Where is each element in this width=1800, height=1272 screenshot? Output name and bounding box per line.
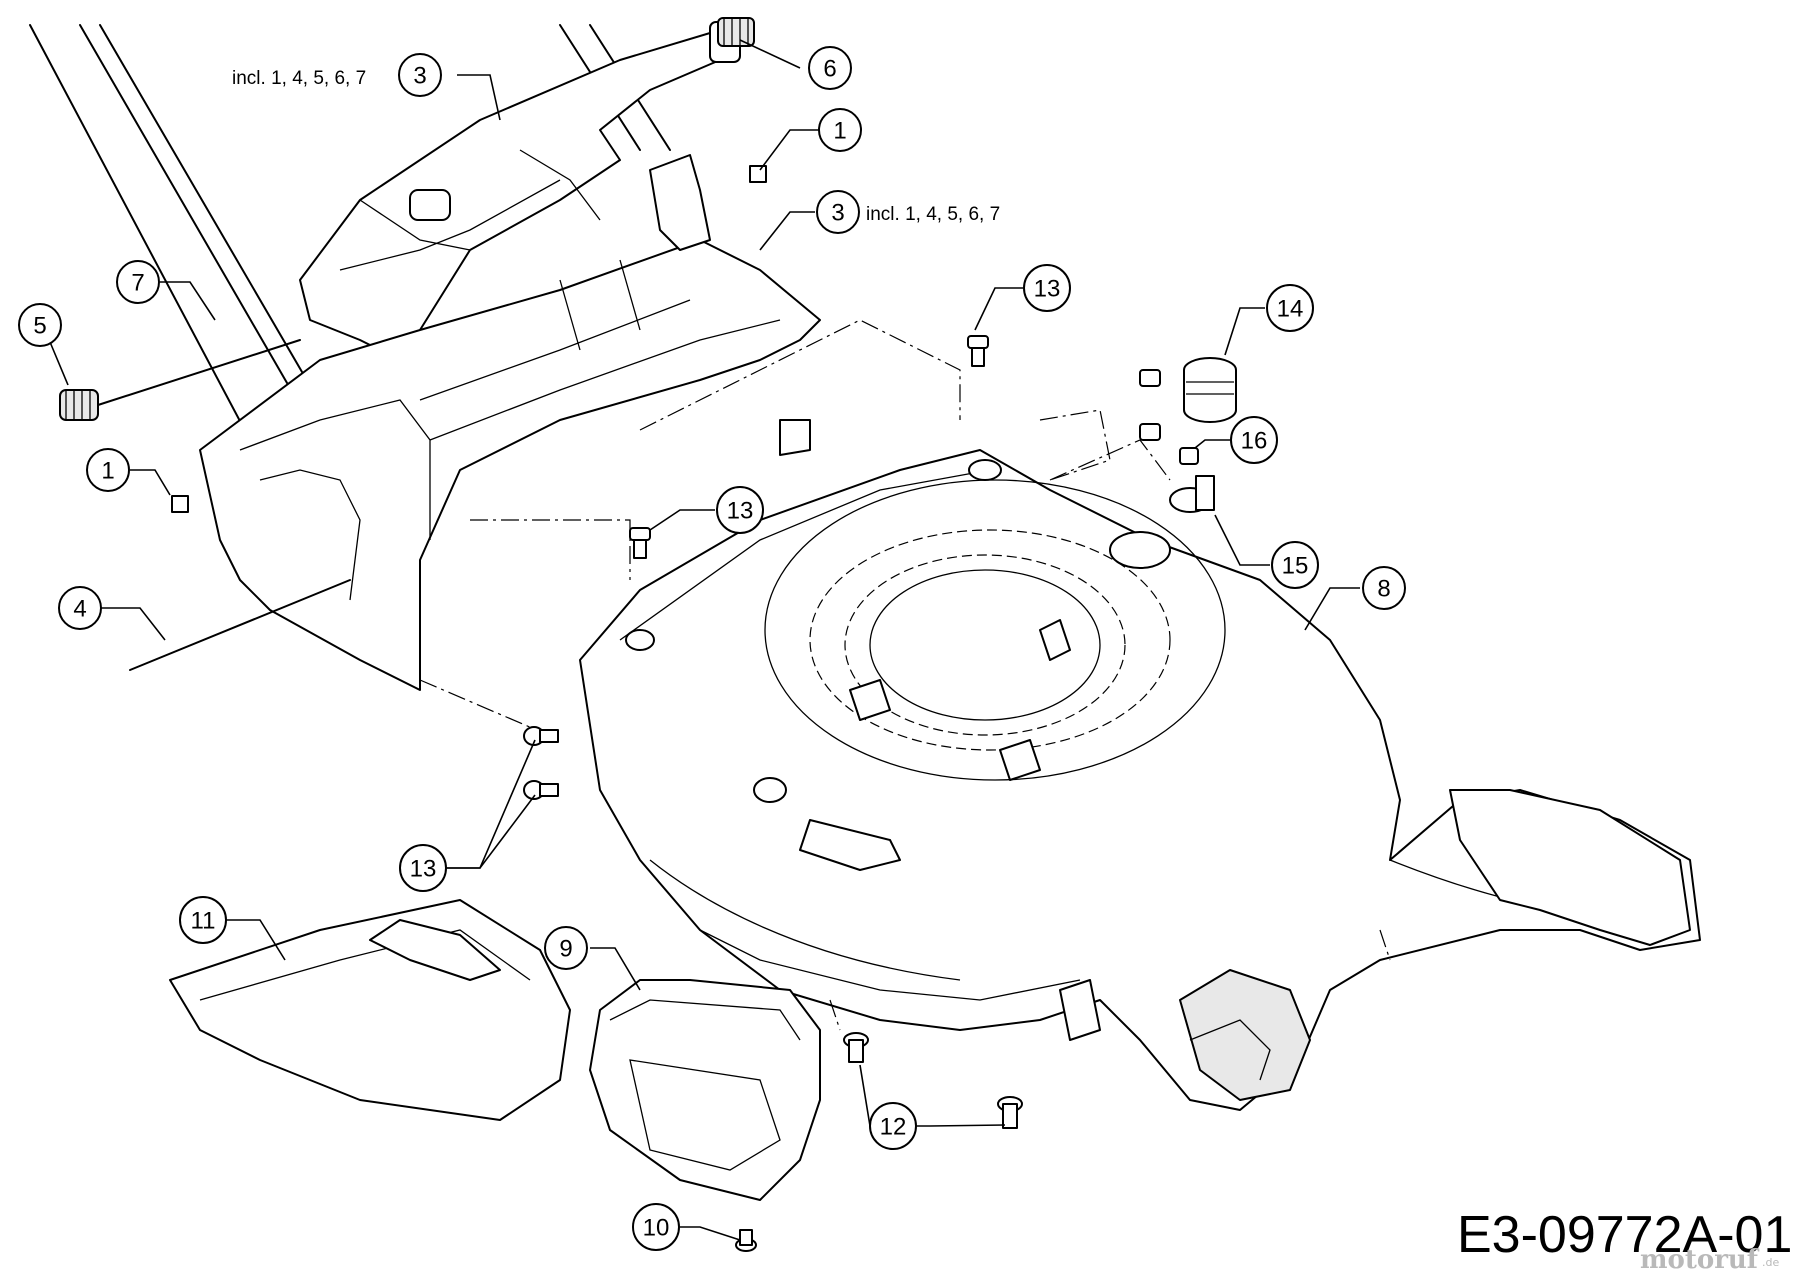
callout-13-mid: 13 [716, 486, 764, 534]
bolt-part-13-top [967, 335, 989, 367]
screw-part-12-b [997, 1096, 1023, 1129]
svg-text:3: 3 [413, 63, 426, 90]
svg-text:12: 12 [880, 1114, 907, 1141]
discharge-chute [589, 979, 821, 1201]
callout-10: 10 [632, 1203, 680, 1251]
spring-part-6 [717, 17, 755, 47]
bolt-part-13-low2 [523, 780, 559, 800]
screws-side [1139, 369, 1161, 441]
callout-4: 4 [58, 586, 102, 630]
svg-text:16: 16 [1241, 428, 1268, 455]
callout-1-right: 1 [818, 108, 862, 152]
nut-part-1-left [171, 495, 189, 513]
svg-text:3: 3 [831, 200, 844, 227]
bolt-part-13-mid [629, 527, 651, 559]
svg-text:8: 8 [1377, 576, 1390, 603]
callout-15: 15 [1271, 541, 1319, 589]
svg-text:13: 13 [727, 498, 754, 525]
screw-part-12-a [843, 1032, 869, 1063]
callout-3-upper: 3 [398, 53, 442, 97]
screw-part-10 [735, 1229, 757, 1252]
svg-text:6: 6 [823, 56, 836, 83]
callout-13-top: 13 [1023, 264, 1071, 312]
callout-7: 7 [116, 260, 160, 304]
mower-deck [579, 449, 1701, 1111]
pin-part-15 [1169, 475, 1215, 513]
callout-8: 8 [1362, 566, 1406, 610]
callout-9: 9 [544, 926, 588, 970]
svg-text:4: 4 [73, 596, 86, 623]
svg-text:13: 13 [1034, 276, 1061, 303]
note-lower-handle: incl. 1, 4, 5, 6, 7 [866, 204, 1000, 225]
svg-text:15: 15 [1282, 553, 1309, 580]
rear-frame [199, 154, 821, 691]
svg-text:9: 9 [559, 936, 572, 963]
svg-text:13: 13 [410, 856, 437, 883]
rod-part-4 [129, 579, 351, 671]
hardware [59, 17, 1237, 1252]
svg-text:1: 1 [101, 458, 114, 485]
spring-part-5 [59, 339, 301, 421]
callout-6: 6 [808, 46, 852, 90]
bolt-part-13-low1 [523, 726, 559, 746]
callout-16: 16 [1230, 416, 1278, 464]
svg-text:14: 14 [1277, 296, 1304, 323]
svg-text:7: 7 [131, 270, 144, 297]
callout-14: 14 [1266, 284, 1314, 332]
svg-text:10: 10 [643, 1215, 670, 1242]
drawing-code: E3-09772A-01 [1457, 1206, 1792, 1264]
bumper-part-14 [1183, 357, 1237, 423]
watermark-suffix: .de [1762, 1256, 1779, 1269]
svg-text:1: 1 [833, 118, 846, 145]
callout-11: 11 [179, 896, 227, 944]
watermark-brand: motoruf [1640, 1245, 1760, 1272]
nut-part-16 [1179, 447, 1199, 465]
svg-text:5: 5 [33, 313, 46, 340]
callout-5: 5 [18, 303, 62, 347]
mulch-plug [169, 899, 571, 1121]
svg-text:11: 11 [191, 908, 216, 935]
callout-12: 12 [869, 1102, 917, 1150]
callout-3-lower: 3 [816, 190, 860, 234]
nut-part-1-right [749, 165, 767, 183]
callout-1-left: 1 [86, 448, 130, 492]
callout-13-low: 13 [399, 844, 447, 892]
note-upper-handle: incl. 1, 4, 5, 6, 7 [232, 68, 366, 89]
